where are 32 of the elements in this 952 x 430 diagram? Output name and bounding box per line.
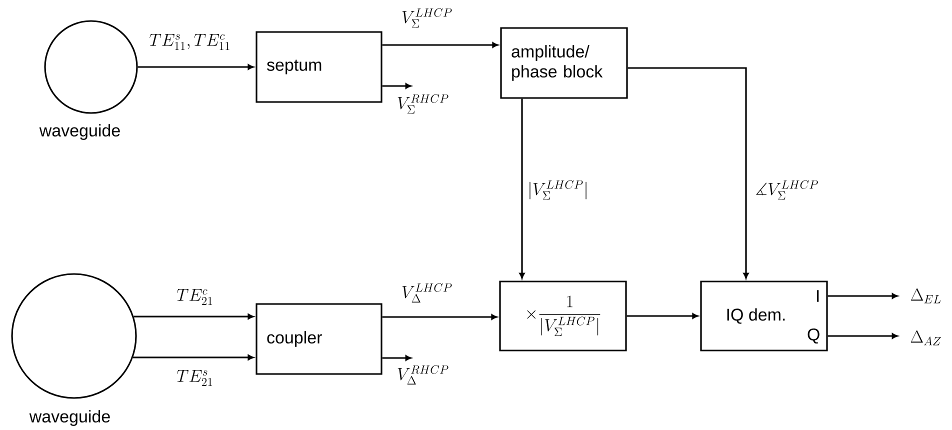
- arrow: [828, 293, 898, 299]
- edge-label: $TE_{11}^{s}, TE_{11}^{c}$: [150, 34, 230, 50]
- waveguide-circle: [44, 20, 138, 114]
- arrow: [626, 313, 698, 319]
- edge-label: $V_{\Delta}^{LHCP}$: [402, 283, 452, 303]
- arrow: [382, 83, 412, 89]
- edge-label: $V_{\Delta}^{RHCP}$: [398, 365, 448, 385]
- edge-label: $\Delta_{AZ}$: [910, 330, 941, 346]
- node-label: waveguide: [29, 410, 110, 426]
- edge-label: $V_{\Sigma}^{RHCP}$: [398, 94, 448, 114]
- edge-label: $\measuredangle V_{\Sigma}^{LHCP}$: [756, 180, 818, 200]
- arrow: [519, 98, 525, 279]
- arrow: [382, 42, 498, 48]
- edge-label: $TE_{21}^{s}$: [176, 370, 212, 386]
- waveguide-circle: [11, 273, 137, 399]
- edge-label: $V_{\Sigma}^{LHCP}$: [402, 8, 452, 28]
- arrow: [134, 314, 254, 320]
- process-box: septum: [256, 31, 382, 103]
- arrow: [382, 314, 498, 320]
- demodulator-box: IQ dem. I Q: [700, 280, 828, 352]
- node-label: waveguide: [39, 124, 120, 140]
- edge-label: $\Delta_{EL}$: [911, 288, 941, 304]
- arrow: [133, 354, 254, 360]
- arrow: [382, 355, 412, 361]
- edge-label: $|V_{\Sigma}^{LHCP}|$: [530, 180, 586, 200]
- arrow: [138, 64, 254, 70]
- process-box: $\times \frac{1}{|V_{\Sigma}^{LHCP}|}$: [499, 280, 627, 352]
- edge-label: $TE_{21}^{c}$: [176, 289, 212, 306]
- arrow: [828, 333, 898, 339]
- process-box: coupler: [256, 303, 382, 375]
- process-box: amplitude/ phase block: [500, 27, 628, 99]
- arrow: [628, 67, 749, 279]
